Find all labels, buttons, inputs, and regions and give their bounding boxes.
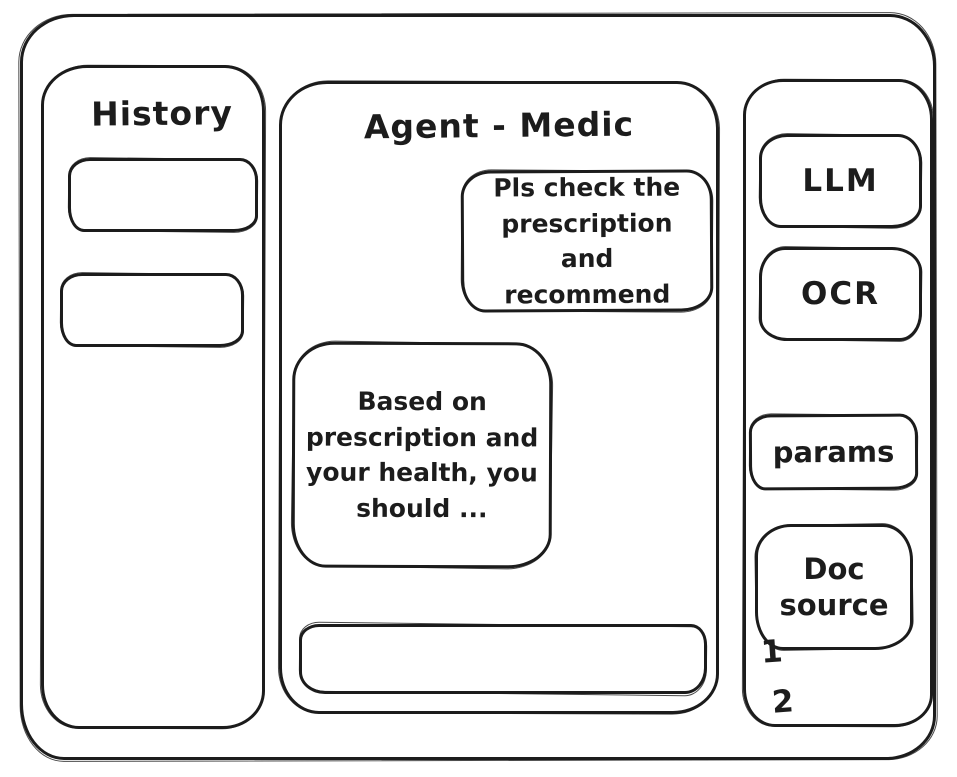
history-item[interactable] bbox=[60, 273, 244, 347]
tools-sidebar: LLM OCR params Doc source 1 2 bbox=[743, 79, 933, 727]
chat-panel: Agent - Medic Pls check the prescription… bbox=[279, 81, 719, 714]
doc-source-item[interactable]: 1 bbox=[759, 633, 784, 671]
params-button[interactable]: params bbox=[748, 413, 919, 491]
llm-button[interactable]: LLM bbox=[759, 134, 922, 228]
chat-input-bar bbox=[299, 624, 707, 694]
history-title: History bbox=[90, 93, 234, 134]
doc-source-button[interactable]: Doc source bbox=[755, 524, 913, 650]
user-message-bubble: Pls check the prescription and recommend bbox=[460, 169, 714, 313]
history-sidebar: History bbox=[41, 65, 265, 729]
doc-source-item[interactable]: 2 bbox=[770, 683, 795, 721]
ocr-button[interactable]: OCR bbox=[759, 247, 922, 341]
history-item[interactable] bbox=[68, 158, 258, 232]
assistant-message-bubble: Based on prescription and your health, y… bbox=[291, 341, 553, 569]
chat-input[interactable] bbox=[302, 627, 704, 691]
chat-title: Agent - Medic bbox=[363, 104, 635, 147]
app-window-frame: History Agent - Medic Pls check the pres… bbox=[20, 14, 936, 760]
